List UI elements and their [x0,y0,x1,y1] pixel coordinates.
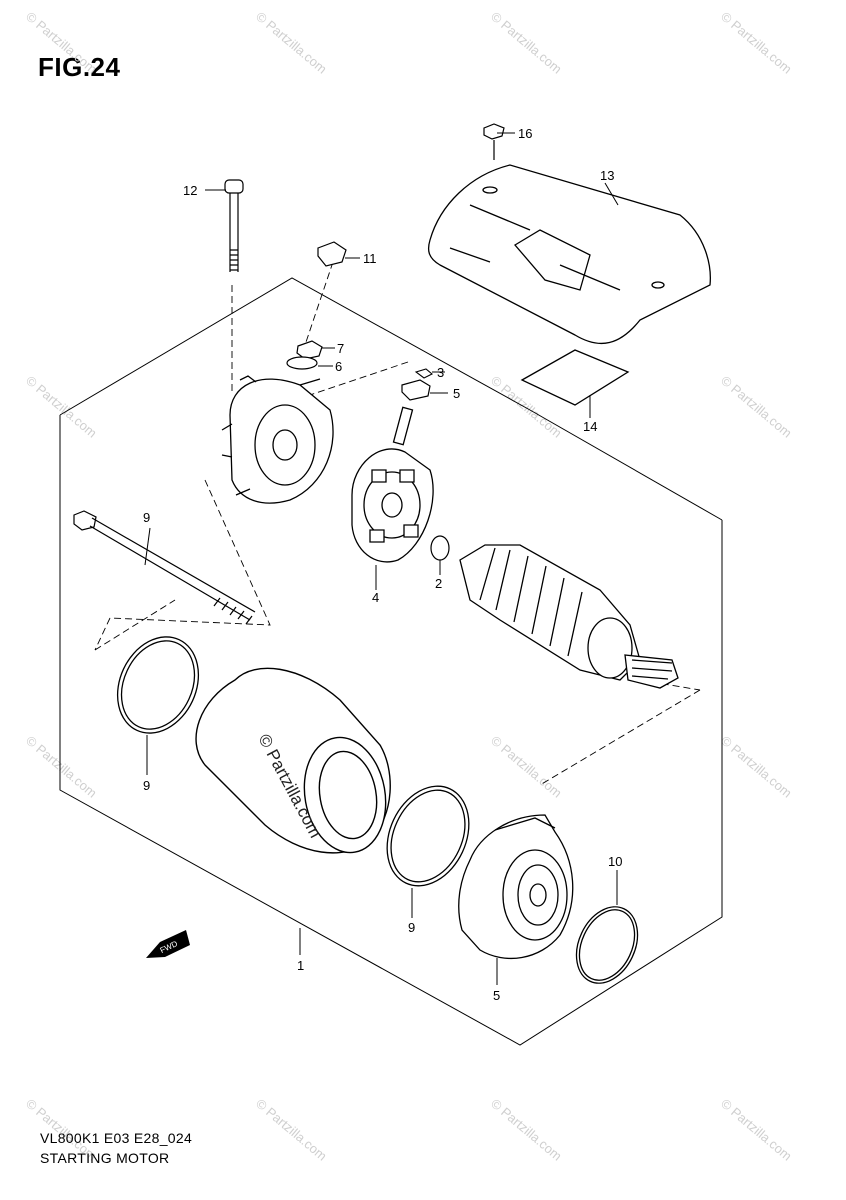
callout-12: 11 [363,251,377,266]
bolt-13 [224,179,244,272]
callout-9-left: 9 [143,778,150,793]
o-ring-9-right [386,785,470,887]
callout-13: 12 [183,183,197,198]
o-ring-11 [575,906,639,984]
watermark-tile: © Partzilla.com [488,9,565,77]
model-code: VL800K1 E03 E28_024 [40,1130,193,1146]
callout-3: 3 [437,365,444,380]
pad-15 [520,349,630,406]
washer-7 [286,356,318,370]
watermark-tile: © Partzilla.com [718,9,795,77]
washer-2 [430,535,450,561]
watermark-tile: © Partzilla.com [718,1096,795,1164]
watermark-tile: © Partzilla.com [488,1096,565,1164]
callout-1: 1 [297,958,304,973]
through-bolt-10 [73,510,256,625]
callout-14: 13 [600,168,614,183]
armature [459,544,679,689]
front-cover-5 [458,814,574,960]
nut-8 [296,340,323,360]
watermark-tile: © Partzilla.com [488,733,565,801]
callout-4: 4 [372,590,379,605]
o-ring-9-left [116,636,200,734]
callout-10: 9 [143,510,150,525]
callout-15: 14 [583,419,597,434]
assembly-outline [59,277,723,1046]
watermark-tile: © Partzilla.com [718,733,795,801]
watermark-tile: © Partzilla.com [253,1096,330,1164]
callout-16: 16 [518,126,532,141]
callout-11: 10 [608,854,622,869]
motor-yoke [195,667,391,854]
leader-lines [144,132,619,985]
callout-5: 5 [493,988,500,1003]
spring-3 [414,368,433,379]
watermark-tiles: © Partzilla.com © Partzilla.com © Partzi… [23,9,795,1164]
callout-6: 5 [453,386,460,401]
fwd-arrow-icon: FWD [146,930,190,958]
watermark-tile: © Partzilla.com [253,9,330,77]
clamp-12 [317,241,347,267]
starter-cover-14 [427,164,711,345]
watermark-tile: © Partzilla.com [718,373,795,441]
brush-holder-6 [401,379,431,401]
watermark-tile: © Partzilla.com [23,373,100,441]
callout-8: 7 [337,341,344,356]
brush-plate-4 [351,406,434,563]
section-name: STARTING MOTOR [40,1150,170,1166]
figure-title: FIG.24 [38,52,121,82]
callout-7: 6 [335,359,342,374]
end-cover [221,375,334,504]
watermark-tile: © Partzilla.com [23,9,100,77]
callout-9-right: 9 [408,920,415,935]
bolt-16 [483,123,505,160]
callouts: 12 11 7 6 3 5 16 13 14 9 4 2 9 9 10 5 1 [143,126,622,1003]
callout-2: 2 [435,576,442,591]
guide-lines [94,261,701,786]
